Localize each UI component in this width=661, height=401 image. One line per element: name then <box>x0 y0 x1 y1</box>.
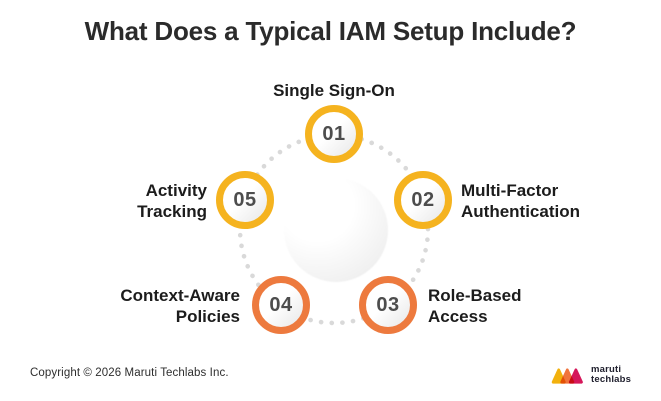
logo-wordmark-line2: techlabs <box>591 373 632 385</box>
node-05-number: 05 <box>233 188 257 211</box>
node-04-circle: 04 <box>252 276 310 334</box>
node-05-label: Activity Tracking <box>137 180 207 222</box>
node-03-number: 03 <box>376 293 400 316</box>
node-02-label-line2: Authentication <box>461 202 580 221</box>
node-02-label-line1: Multi-Factor <box>461 181 559 200</box>
node-03-circle: 03 <box>359 276 417 334</box>
node-05-circle: 05 <box>216 171 274 229</box>
node-03-label: Role-Based Access <box>428 285 522 327</box>
node-05-label-line2: Tracking <box>137 202 207 221</box>
node-01-label-line1: Single Sign-On <box>273 81 395 100</box>
node-04-number: 04 <box>269 293 293 316</box>
page-title: What Does a Typical IAM Setup Include? <box>84 16 577 46</box>
node-04-label-line1: Context-Aware <box>120 286 240 305</box>
node-02-circle: 02 <box>394 171 452 229</box>
logo-wordmark-line1: maruti <box>591 363 622 375</box>
logo-wordmark: maruti techlabs <box>591 363 632 385</box>
node-02-number: 02 <box>411 188 435 211</box>
node-03-label-line1: Role-Based <box>428 286 522 305</box>
node-05-label-line1: Activity <box>145 181 207 200</box>
node-04-label-line2: Policies <box>175 307 240 326</box>
node-02-label: Multi-Factor Authentication <box>461 180 580 222</box>
node-03-label-line2: Access <box>428 307 488 326</box>
node-01-number: 01 <box>322 122 346 145</box>
node-01-label: Single Sign-On <box>224 80 444 101</box>
center-gradient-blob <box>284 178 388 282</box>
node-01-circle: 01 <box>305 105 363 163</box>
copyright-text: Copyright © 2026 Maruti Techlabs Inc. <box>30 367 229 379</box>
maruti-techlabs-logo: maruti techlabs <box>550 364 631 385</box>
node-04-label: Context-Aware Policies <box>120 285 240 327</box>
logo-triangles-icon <box>551 368 583 384</box>
